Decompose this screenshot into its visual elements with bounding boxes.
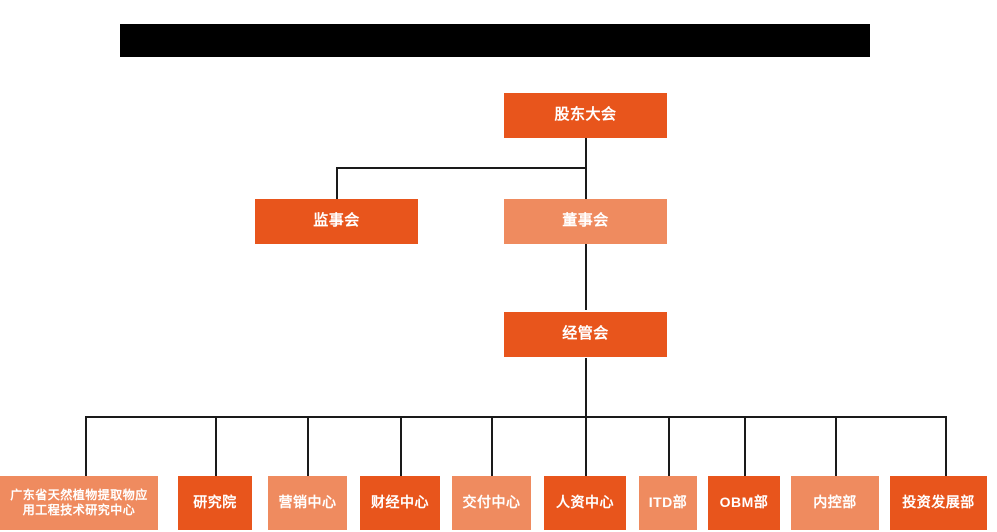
node-label-supervisory: 监事会: [313, 212, 360, 230]
node-label-management: 经管会: [562, 325, 609, 343]
node-itd-dept[interactable]: ITD部: [639, 476, 697, 530]
title-banner: [120, 24, 870, 57]
node-label-internal-control-dept: 内控部: [813, 494, 857, 511]
node-label-finance-center: 财经中心: [371, 494, 429, 511]
node-rnd-center[interactable]: 广东省天然植物提取物应 用工程技术研究中心: [0, 476, 158, 530]
connector-level4-bus: [85, 416, 947, 418]
node-label-delivery-center: 交付中心: [462, 494, 521, 511]
node-finance-center[interactable]: 财经中心: [360, 476, 440, 530]
connector-drop-obm-dept: [744, 416, 746, 476]
node-research-institute[interactable]: 研究院: [178, 476, 252, 530]
node-label-hr-center: 人资中心: [556, 494, 614, 511]
connector-level1-bus: [336, 167, 587, 169]
node-hr-center[interactable]: 人资中心: [544, 476, 626, 530]
node-label-board: 董事会: [562, 212, 609, 230]
connector-supervisory-drop: [336, 167, 338, 200]
node-label-obm-dept: OBM部: [719, 494, 769, 511]
node-obm-dept[interactable]: OBM部: [708, 476, 780, 530]
connector-drop-marketing-center: [307, 416, 309, 476]
connector-management-stem: [585, 358, 587, 417]
node-shareholders[interactable]: 股东大会: [504, 93, 667, 138]
node-label-shareholders: 股东大会: [554, 106, 617, 124]
connector-drop-delivery-center: [491, 416, 493, 476]
connector-drop-internal-control-dept: [835, 416, 837, 476]
connector-shareholders-stem: [585, 138, 587, 168]
node-delivery-center[interactable]: 交付中心: [452, 476, 531, 530]
connector-drop-rnd-center: [85, 416, 87, 476]
connector-drop-research-institute: [215, 416, 217, 476]
node-marketing-center[interactable]: 营销中心: [268, 476, 347, 530]
connector-board-drop: [585, 167, 587, 200]
node-label-marketing-center: 营销中心: [278, 494, 337, 511]
node-board[interactable]: 董事会: [504, 199, 667, 244]
node-internal-control-dept[interactable]: 内控部: [791, 476, 879, 530]
node-label-investment-dev-dept: 投资发展部: [902, 494, 975, 511]
connector-board-to-management: [585, 242, 587, 310]
connector-drop-investment-dev-dept: [945, 416, 947, 476]
node-investment-dev-dept[interactable]: 投资发展部: [890, 476, 987, 530]
connector-drop-hr-center: [585, 416, 587, 476]
node-label-rnd-center: 广东省天然植物提取物应 用工程技术研究中心: [10, 488, 148, 517]
connector-drop-itd-dept: [668, 416, 670, 476]
node-label-research-institute: 研究院: [193, 494, 237, 511]
node-management[interactable]: 经管会: [504, 312, 667, 357]
node-supervisory[interactable]: 监事会: [255, 199, 418, 244]
node-label-itd-dept: ITD部: [648, 494, 688, 511]
connector-drop-finance-center: [400, 416, 402, 476]
